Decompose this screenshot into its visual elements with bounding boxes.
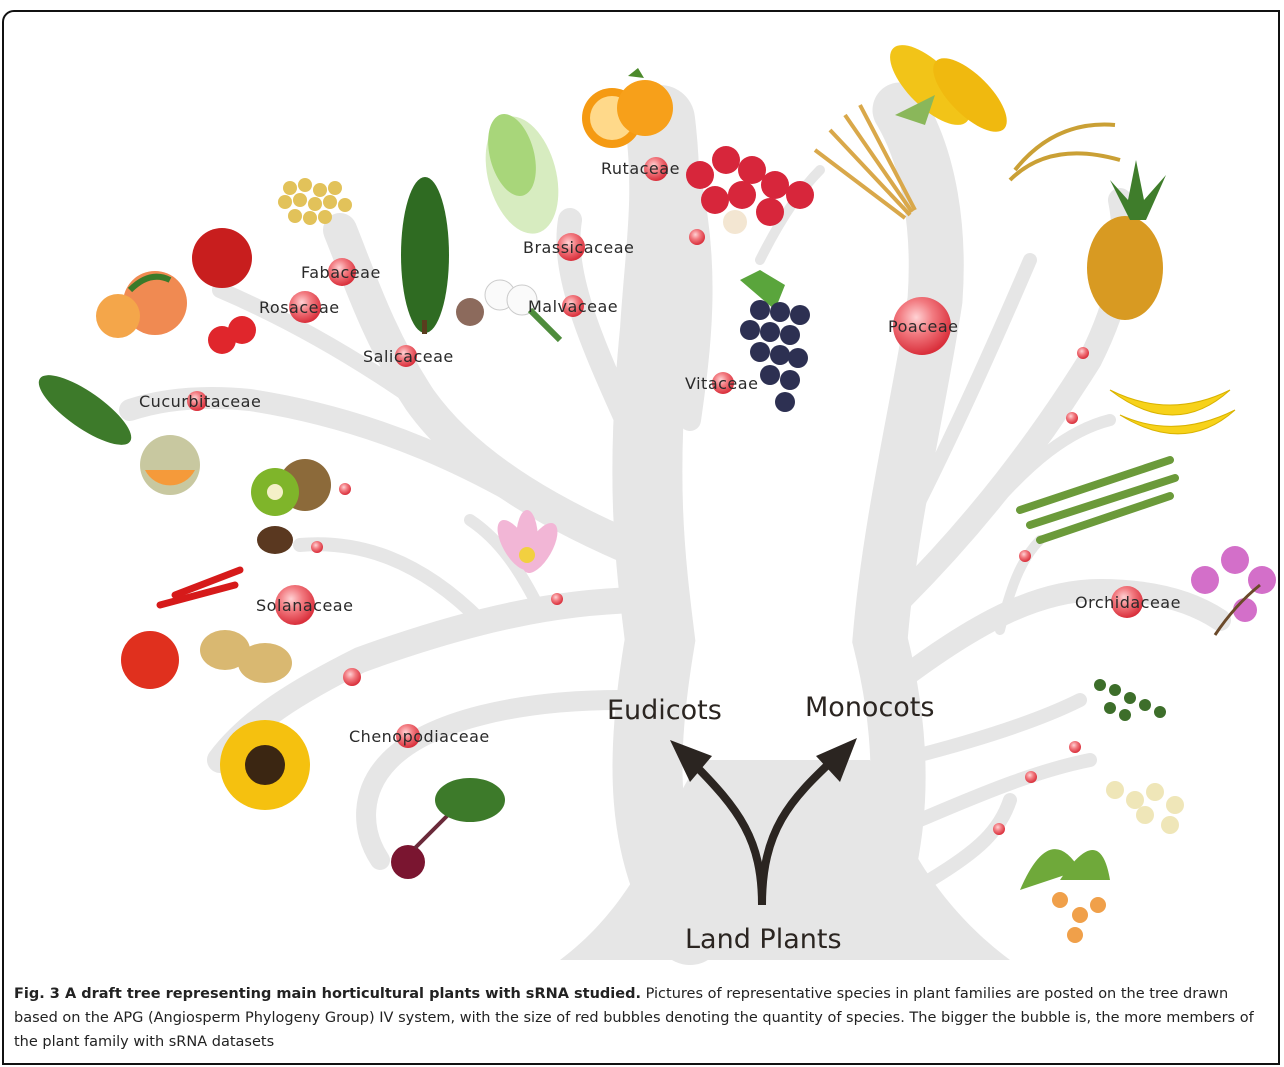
melon-icon (140, 435, 200, 495)
peach-icon (96, 271, 187, 338)
label-salicaceae: Salicaceae (363, 347, 454, 366)
banana-icon (1110, 390, 1235, 434)
label-rosaceae: Rosaceae (259, 298, 340, 317)
bubble-asparagus (1019, 550, 1031, 562)
label-eudicots: Eudicots (607, 695, 722, 726)
label-cucurbitaceae: Cucurbitaceae (139, 392, 261, 411)
label-solanaceae: Solanaceae (256, 596, 353, 615)
rice-icon (1010, 125, 1120, 180)
bubble-litchi (689, 229, 705, 245)
bubble-ginkgo (993, 823, 1005, 835)
label-vitaceae: Vitaceae (685, 374, 758, 393)
label-monocots: Monocots (805, 692, 934, 723)
figure-caption: Fig. 3 A draft tree representing main ho… (14, 982, 1276, 1054)
beet-icon (391, 778, 505, 879)
label-land-plants: Land Plants (685, 924, 842, 955)
green-pepper-icon (1094, 679, 1166, 721)
bubble-banana (1066, 412, 1078, 424)
caption-title: Fig. 3 A draft tree representing main ho… (14, 986, 641, 1002)
tomato-icon (121, 631, 179, 689)
coffee-bean-icon (257, 526, 293, 554)
napa-cabbage-icon (474, 108, 571, 242)
label-orchidaceae: Orchidaceae (1075, 593, 1181, 612)
bubble-pepper (1069, 741, 1081, 753)
bubble-pineapple (1077, 347, 1089, 359)
apple-icon (192, 228, 252, 288)
ginkgo-icon (1020, 849, 1110, 943)
label-poaceae: Poaceae (888, 317, 958, 336)
label-brassicaceae: Brassicaceae (523, 238, 634, 257)
asparagus-icon (1020, 460, 1175, 540)
flower-cluster-icon (1106, 781, 1184, 834)
bubble-lotus (551, 593, 563, 605)
label-fabaceae: Fabaceae (301, 263, 381, 282)
kiwi-icon (251, 459, 331, 516)
bubble-coffee (311, 541, 323, 553)
strawberry-icon (208, 316, 256, 354)
bubble-sunflower (343, 668, 361, 686)
bubble-flower-cluster (1025, 771, 1037, 783)
sunflower-icon (220, 720, 310, 810)
chili-pepper-icon (160, 570, 240, 605)
poplar-tree-icon (401, 177, 449, 334)
pineapple-icon (1087, 160, 1166, 320)
label-rutaceae: Rutaceae (601, 159, 680, 178)
label-chenopodiaceae: Chenopodiaceae (349, 727, 490, 746)
potato-icon (200, 630, 292, 683)
bubble-kiwi (339, 483, 351, 495)
label-malvaceae: Malvaceae (528, 297, 618, 316)
